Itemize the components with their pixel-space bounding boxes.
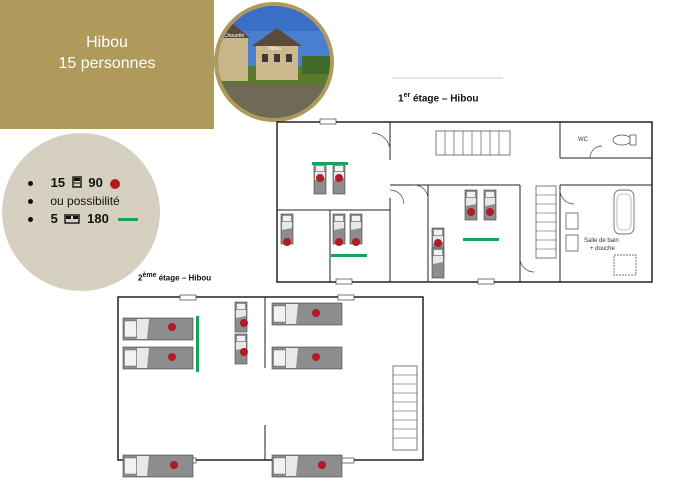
sink-icon (565, 234, 579, 252)
bed-marker (240, 348, 248, 356)
second-floor-label: 2ème étage – Hibou (138, 272, 212, 283)
bullet-icon (28, 181, 33, 187)
first-floor-label: 1er étage – Hibou (398, 92, 479, 105)
double-beds-row: 5 180 (28, 211, 139, 227)
bathroom-label-line2: + douche (590, 246, 616, 252)
or-row: ou possibilité (28, 194, 120, 208)
double-bed-marker (312, 162, 348, 165)
bed-marker (283, 238, 291, 246)
bed-marker (335, 238, 343, 246)
red-dot-legend (110, 178, 121, 189)
or-possibility-text: ou possibilité (50, 194, 120, 208)
photo-label-right: Hibou (268, 46, 281, 52)
bed-marker (335, 174, 343, 182)
double-bed-count: 5 (50, 211, 58, 226)
first-floor-plan: WC Salle de bain + douche (276, 118, 653, 285)
bed-marker (352, 238, 360, 246)
single-bed-icon (72, 176, 82, 191)
bed-marker (170, 461, 178, 469)
bed-info-circle (2, 133, 160, 291)
bed (271, 454, 343, 478)
sink-icon (565, 212, 579, 230)
bed (122, 346, 194, 370)
bed-marker (168, 323, 176, 331)
single-bed-size: 90 (88, 175, 103, 190)
double-bed-marker (196, 316, 199, 372)
house-capacity: 15 personnes (58, 55, 156, 72)
bed (431, 247, 445, 279)
double-bed-size: 180 (87, 211, 109, 226)
bullet-icon (28, 217, 33, 223)
bullet-icon (28, 199, 33, 205)
bed-marker (316, 174, 324, 182)
bed-marker (318, 461, 326, 469)
bed-marker (486, 208, 494, 216)
single-beds-row: 15 90 (28, 175, 121, 191)
bed (122, 317, 194, 341)
double-bed-icon (64, 212, 81, 227)
bed (122, 454, 194, 478)
green-bar-legend (118, 218, 139, 222)
second-floor-plan (117, 294, 424, 478)
title-box: Hibou 15 personnes (0, 0, 214, 129)
single-bed-count: 15 (50, 175, 66, 190)
toilet-icon (612, 134, 632, 146)
wc-label: WC (578, 137, 589, 143)
bed-marker (168, 353, 176, 361)
double-bed-marker (331, 254, 367, 257)
double-bed-marker (463, 238, 499, 241)
photo-label-left: Chouette (224, 33, 245, 39)
house-photo: Chouette Hibou (214, 2, 334, 122)
bed-marker (467, 208, 475, 216)
house-name: Hibou (86, 34, 128, 51)
bathroom-label-line1: Salle de bain (584, 238, 619, 244)
bed-marker (434, 239, 442, 247)
bed (271, 346, 343, 370)
house-photo-illustration: Chouette Hibou (218, 6, 330, 118)
bed (234, 301, 248, 333)
bed-marker (312, 353, 320, 361)
shower-icon (613, 254, 637, 276)
bed-marker (240, 319, 248, 327)
bed (271, 302, 343, 326)
bed-marker (312, 309, 320, 317)
